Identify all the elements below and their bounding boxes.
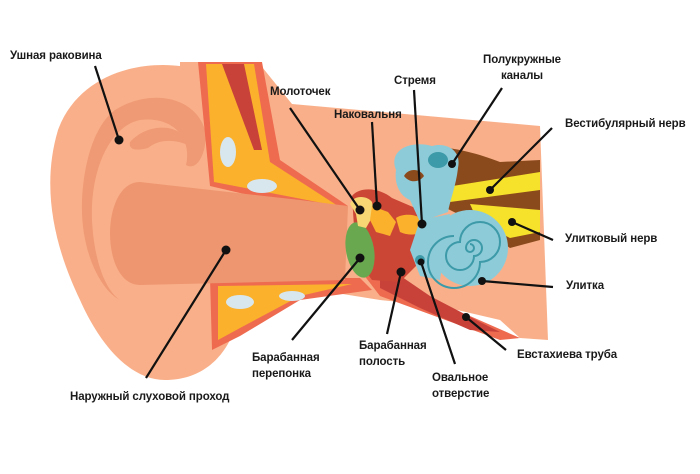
label-tympanic-cavity-line2: полость bbox=[359, 356, 406, 368]
cartilage-spot bbox=[279, 291, 305, 301]
dot-auricle bbox=[114, 135, 124, 145]
dot-semicircular bbox=[448, 160, 456, 168]
ear-canal-shape bbox=[110, 182, 348, 285]
leader-incus bbox=[370, 121, 379, 207]
eardrum-shape bbox=[345, 222, 375, 278]
label-eardrum-line2: перепонка bbox=[252, 368, 311, 380]
leader-vestibular bbox=[489, 127, 553, 191]
label-tympanic-cavity-line1: Барабанная bbox=[359, 340, 427, 352]
leader-cochlear-nerve bbox=[511, 220, 554, 242]
label-oval-window: Овальное отверстие bbox=[432, 370, 489, 402]
label-eardrum-line1: Барабанная bbox=[252, 352, 320, 364]
canal-lumen bbox=[428, 152, 448, 168]
leader-eustachian bbox=[465, 316, 507, 351]
leader-dots bbox=[114, 135, 516, 321]
leader-oval-window bbox=[419, 261, 457, 365]
label-cochlear-nerve: Улитковый нерв bbox=[565, 233, 658, 245]
dot-cochlea bbox=[478, 277, 486, 285]
cochlear-nerve-shape bbox=[470, 204, 540, 238]
cartilage-spot bbox=[247, 179, 277, 193]
dot-eustachian bbox=[462, 313, 470, 321]
dot-ear-canal bbox=[221, 245, 231, 255]
label-oval-window-line2: отверстие bbox=[432, 388, 490, 400]
label-eustachian-tube: Евстахиева труба bbox=[517, 349, 618, 361]
leader-lines bbox=[93, 65, 554, 379]
dot-vestibular bbox=[486, 186, 494, 194]
leader-semicircular bbox=[451, 87, 503, 165]
temporal-bone-lower bbox=[218, 284, 352, 340]
auricle-inner-fold bbox=[129, 127, 188, 150]
dot-cochlear-nerve bbox=[508, 218, 516, 226]
label-cochlea: Улитка bbox=[566, 280, 604, 292]
dot-eardrum bbox=[355, 253, 365, 263]
label-incus: Наковальня bbox=[334, 109, 402, 121]
leader-ear-canal bbox=[145, 249, 227, 379]
label-vestibular-nerve: Вестибулярный нерв bbox=[565, 118, 686, 130]
label-eardrum: Барабанная перепонка bbox=[252, 350, 320, 382]
label-stapes: Стремя bbox=[394, 75, 436, 87]
muscle-strip bbox=[222, 64, 262, 150]
cartilage-spot bbox=[220, 137, 236, 167]
label-semicircular-canals-line2: каналы bbox=[500, 70, 544, 82]
leader-tympanic-cavity bbox=[385, 271, 403, 335]
leader-cochlea bbox=[481, 279, 554, 289]
dot-stapes bbox=[417, 219, 427, 229]
leader-stapes bbox=[412, 89, 424, 225]
leader-malleus bbox=[289, 107, 361, 211]
label-oval-window-line1: Овальное bbox=[432, 372, 489, 384]
dot-malleus bbox=[355, 205, 365, 215]
label-semicircular-canals-line1: Полукружные bbox=[483, 54, 561, 66]
dot-tympanic-cavity bbox=[396, 267, 406, 277]
label-semicircular-canals: Полукружные каналы bbox=[476, 52, 568, 84]
incus-shape bbox=[370, 206, 396, 236]
cochlea-spiral bbox=[427, 221, 501, 289]
label-tympanic-cavity: Барабанная полость bbox=[359, 338, 427, 370]
dot-oval-window bbox=[417, 258, 425, 266]
leader-auricle bbox=[93, 65, 121, 141]
auricle-fold bbox=[81, 97, 206, 300]
eustachian-tube-inner bbox=[380, 262, 500, 332]
leader-eardrum bbox=[291, 257, 361, 341]
label-ear-canal: Наружный слуховой проход bbox=[70, 391, 230, 403]
label-auricle: Ушная раковина bbox=[10, 50, 102, 62]
label-malleus: Молоточек bbox=[270, 86, 331, 98]
dot-incus bbox=[372, 201, 382, 211]
cartilage-spot bbox=[226, 295, 254, 309]
